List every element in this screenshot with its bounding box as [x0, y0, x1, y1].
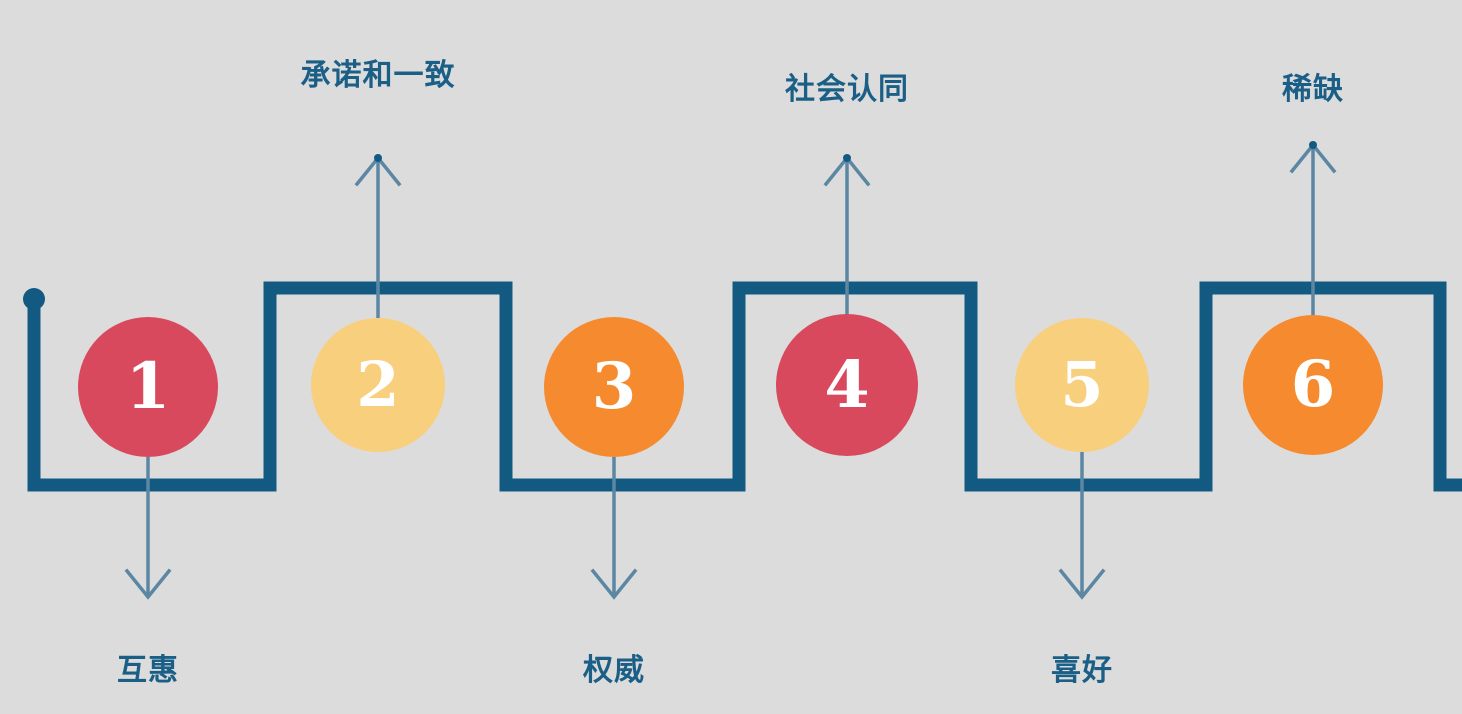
- node-label-4: 社会认同: [785, 72, 909, 107]
- node-circle-3[interactable]: 3: [544, 317, 684, 457]
- node-number-3: 3: [591, 349, 637, 424]
- node-number-1: 1: [125, 349, 171, 424]
- node-number-4: 4: [824, 346, 870, 423]
- node-circle-2[interactable]: 2: [311, 318, 445, 452]
- node-label-6: 稀缺: [1282, 72, 1344, 107]
- node-number-6: 6: [1290, 347, 1336, 422]
- start-dot-icon: [23, 288, 45, 310]
- wave-line: [27, 281, 1462, 492]
- arrow-tip-dot: [1309, 141, 1317, 149]
- arrow-group: [124, 141, 1337, 600]
- node-label-5: 喜好: [1051, 653, 1113, 688]
- arrow-down-node-3: [590, 457, 638, 600]
- node-circle-5[interactable]: 5: [1015, 318, 1149, 452]
- arrow-up-node-4: [823, 154, 871, 316]
- node-number-2: 2: [356, 348, 400, 421]
- arrow-down-node-5: [1058, 452, 1106, 600]
- arrow-up-node-2: [354, 154, 402, 318]
- node-circle-1[interactable]: 1: [78, 317, 218, 457]
- arrow-head: [590, 568, 638, 600]
- node-number-5: 5: [1060, 348, 1104, 421]
- node-label-1: 互惠: [117, 653, 179, 688]
- arrow-tip-dot: [843, 154, 851, 162]
- node-label-2: 承诺和一致: [300, 58, 456, 93]
- arrow-tip-dot: [374, 154, 382, 162]
- wave-polyline: [27, 281, 1462, 492]
- node-label-3: 权威: [583, 653, 645, 688]
- node-circle-4[interactable]: 4: [776, 314, 918, 456]
- arrow-head: [124, 568, 172, 600]
- node-circle-6[interactable]: 6: [1243, 315, 1383, 455]
- arrow-up-node-6: [1289, 141, 1337, 316]
- arrow-down-node-1: [124, 457, 172, 600]
- arrow-head: [1058, 568, 1106, 600]
